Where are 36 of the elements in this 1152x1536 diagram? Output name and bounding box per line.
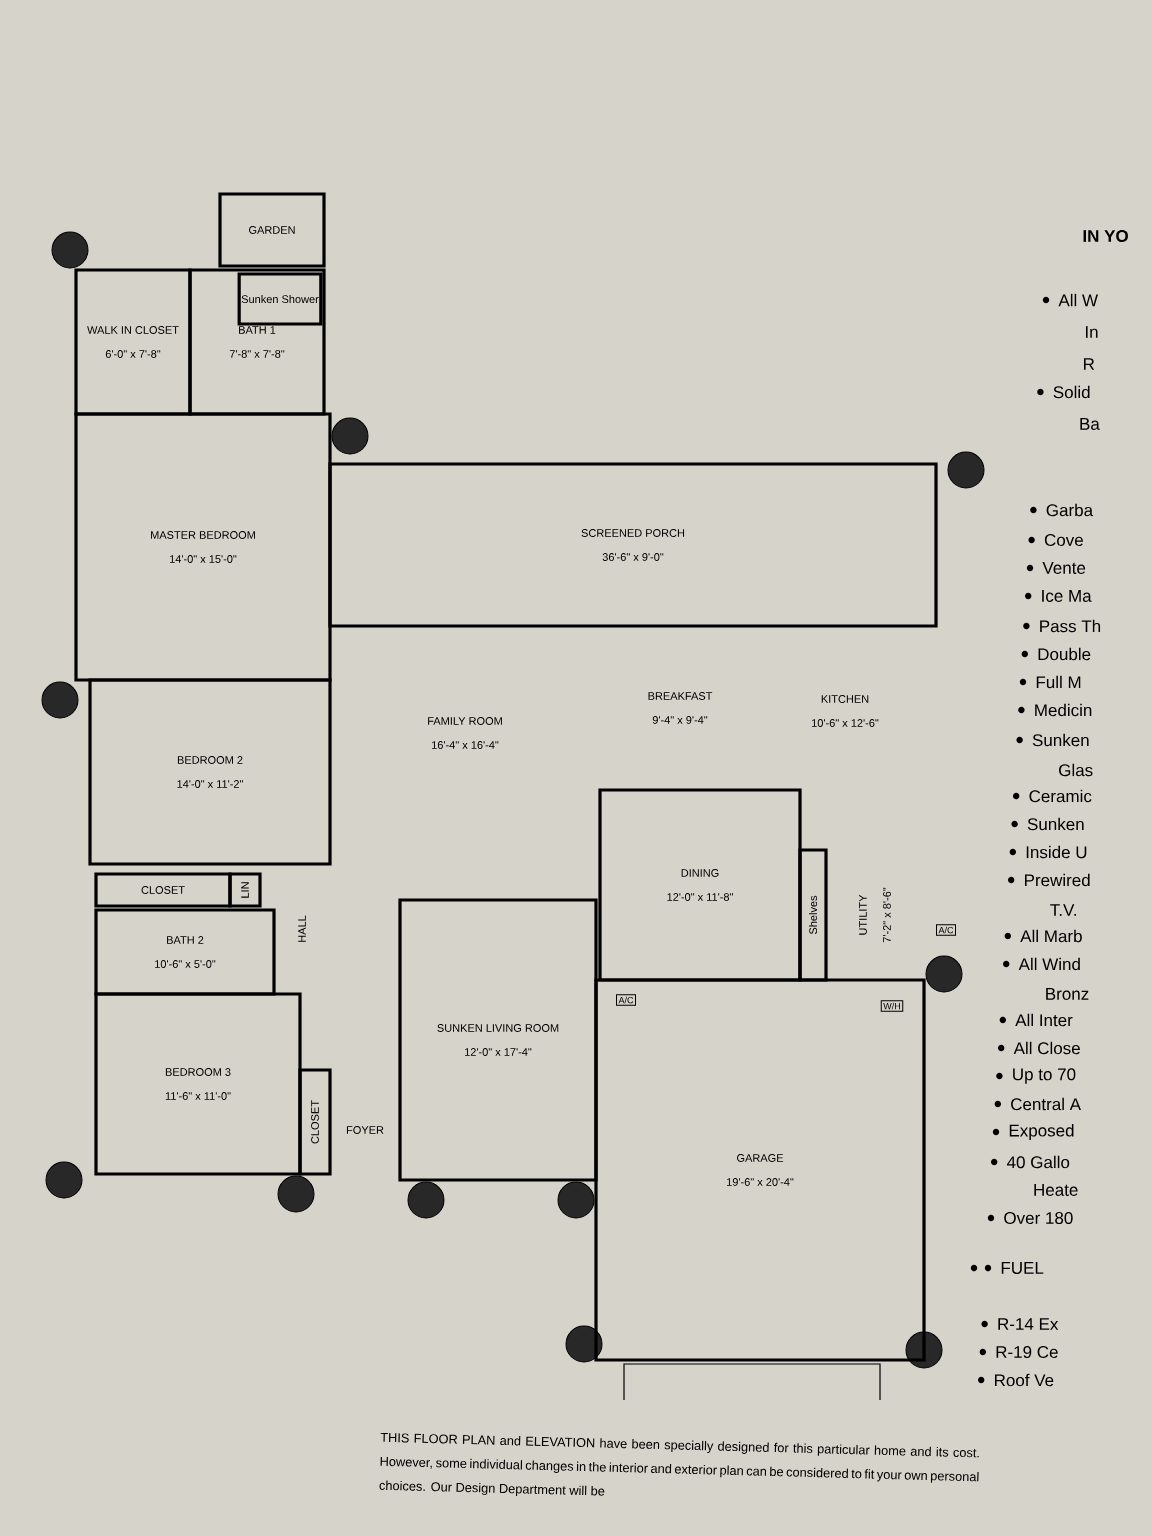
feature-item: All Marb bbox=[1004, 929, 1082, 943]
feature-item: Exposed bbox=[992, 1124, 1074, 1140]
feature-item: R-14 Ex bbox=[981, 1318, 1059, 1330]
feature-item: Over 180 bbox=[987, 1212, 1073, 1224]
feature-item: R bbox=[1084, 358, 1095, 370]
feature-item: T.V. bbox=[1050, 904, 1076, 916]
feature-item: Medicin bbox=[1018, 703, 1092, 717]
feature-item: Garba bbox=[1030, 503, 1094, 517]
feature-item: Central A bbox=[994, 1097, 1081, 1111]
feature-item: Solid bbox=[1037, 385, 1090, 399]
feature-item: Up to 70 bbox=[996, 1068, 1076, 1084]
feature-item: All Wind bbox=[1003, 957, 1080, 971]
feature-item: Vente bbox=[1026, 562, 1086, 574]
feature-item: R-19 Ce bbox=[979, 1346, 1058, 1358]
feature-item: Glas bbox=[1059, 763, 1093, 777]
feature-item: Ceramic bbox=[1013, 789, 1092, 803]
feature-item: All Close bbox=[998, 1041, 1080, 1055]
feature-item: Sunken bbox=[1011, 817, 1084, 831]
feature-item: All Inter bbox=[999, 1013, 1073, 1027]
feature-item: Cove bbox=[1028, 534, 1083, 546]
feature-item: Pass Th bbox=[1023, 619, 1101, 633]
feature-item: Bronz bbox=[1046, 988, 1089, 1000]
feature-item: Roof Ve bbox=[978, 1373, 1054, 1387]
feature-item: Ice Ma bbox=[1025, 590, 1092, 602]
feature-item: Full M bbox=[1019, 675, 1081, 689]
section-heading: IN YO bbox=[1083, 230, 1128, 242]
feature-item: Sunken bbox=[1016, 733, 1089, 747]
feature-item: In bbox=[1086, 326, 1098, 338]
feature-item: Inside U bbox=[1009, 845, 1087, 859]
feature-item: All W bbox=[1042, 293, 1098, 307]
feature-item: Ba bbox=[1080, 418, 1100, 430]
feature-item: 40 Gallo bbox=[991, 1155, 1070, 1169]
feature-item: Heate bbox=[1034, 1184, 1078, 1196]
feature-item: Prewired bbox=[1008, 873, 1090, 887]
feature-item: Double bbox=[1021, 647, 1091, 661]
feature-item: FUEL bbox=[970, 1262, 1044, 1274]
